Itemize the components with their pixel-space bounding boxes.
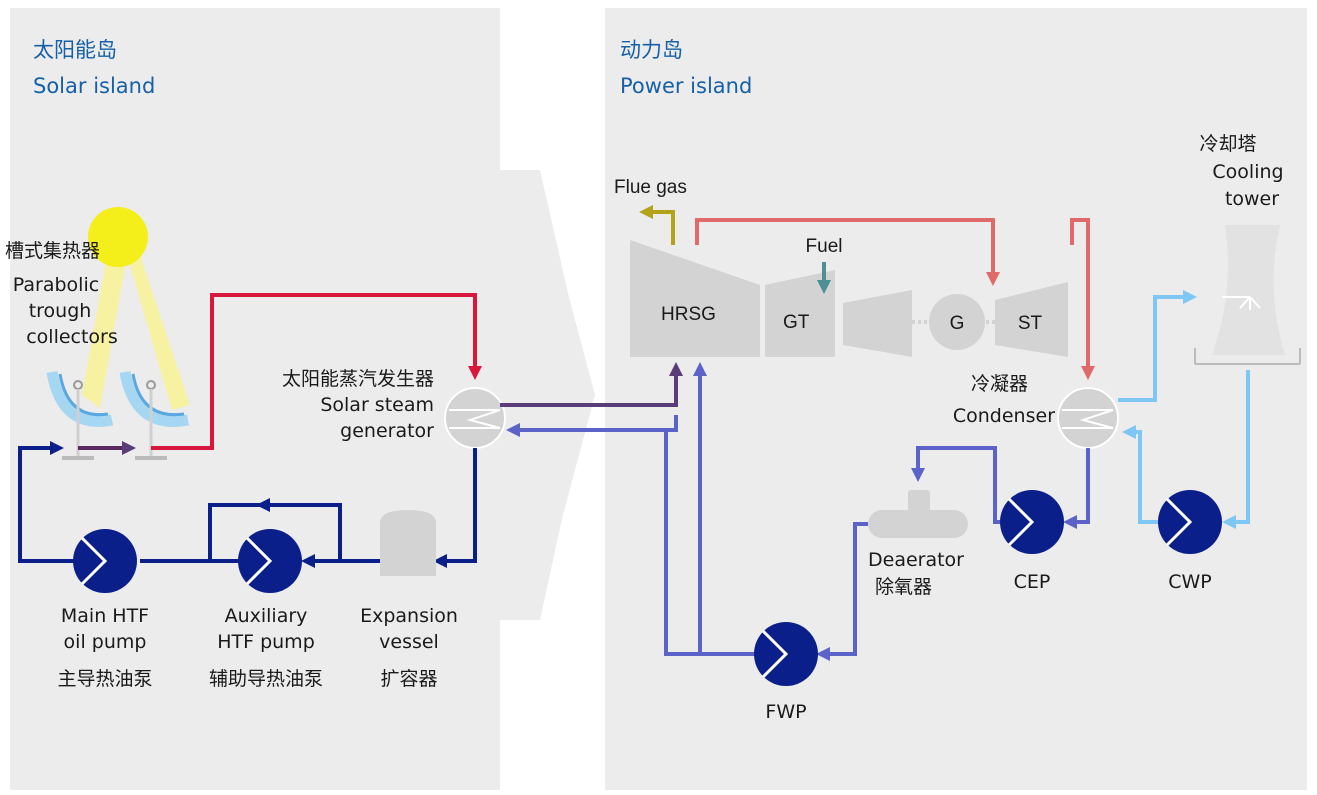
cooling-tower-label-en-1: Cooling: [1212, 161, 1283, 183]
deaerator-tank: [868, 510, 968, 538]
htf-aux-bypass-return: [208, 503, 270, 561]
flue-gas-label: Flue gas: [614, 177, 687, 198]
generator-icon: [929, 294, 985, 350]
main-pump-label-en-2: oil pump: [64, 631, 147, 653]
vessel-label-en-1: Expansion: [360, 605, 458, 627]
htf-aux-bypass-line: [256, 498, 342, 561]
cwp-label: CWP: [1168, 571, 1212, 593]
hrsg-label: HRSG: [661, 304, 716, 325]
solar-island-title-cn: 太阳能岛: [33, 38, 117, 62]
aux-htf-pump-icon: [238, 529, 302, 593]
fwp-label: FWP: [765, 701, 806, 723]
cep-to-deaerator-line: [911, 446, 1000, 524]
sun-ray-left: [82, 250, 128, 408]
fuel-label: Fuel: [806, 236, 843, 257]
cooling-water-cwp-to-condenser: [1122, 425, 1160, 524]
ssg-label-en-2: generator: [340, 420, 434, 442]
condenser-label-cn: 冷凝器: [971, 373, 1028, 395]
solar-island-title-en: Solar island: [33, 74, 155, 98]
htf-to-vessel-line: [433, 448, 477, 568]
aux-pump-label-en-2: HTF pump: [217, 631, 315, 653]
steam-turbine: [995, 282, 1068, 357]
ssg-label-cn: 太阳能蒸汽发生器: [282, 368, 434, 390]
condenser-coil-icon: [1062, 409, 1114, 429]
deaerator-dome: [908, 490, 930, 512]
main-htf-pump-icon: [73, 529, 137, 593]
collector-label-cn: 槽式集热器: [5, 240, 100, 262]
cooling-tower: [1212, 225, 1285, 355]
deaerator-to-fwp-line: [816, 522, 868, 661]
cooling-tower-label-cn: 冷却塔: [1199, 133, 1256, 155]
st-exhaust-line: [1070, 218, 1095, 380]
trough-collector-2: [119, 370, 190, 460]
htf-return-line: [18, 441, 80, 563]
generator-label: G: [950, 313, 965, 334]
power-island-title-en: Power island: [620, 74, 752, 98]
vessel-label-en-2: vessel: [379, 631, 439, 653]
fwp-to-ssg-branch: [664, 430, 700, 656]
heat-exchanger-coil-icon: [449, 409, 501, 429]
aux-pump-label-en-1: Auxiliary: [225, 605, 308, 627]
htf-hot-line: [151, 293, 482, 450]
gt-label: GT: [783, 312, 810, 333]
power-island-title-cn: 动力岛: [620, 38, 683, 62]
hrsg-steam-to-st-line: [695, 218, 1000, 286]
power-island-panel: [605, 8, 1307, 790]
main-pump-label-en-1: Main HTF: [61, 605, 149, 627]
spray-nozzle-icon: [1222, 296, 1261, 310]
collector-label-en-2: trough: [29, 300, 92, 322]
vessel-label-cn: 扩容器: [380, 668, 437, 690]
steam-to-hrsg-line: [500, 362, 683, 407]
feedwater-to-ssg-line: [506, 415, 678, 437]
main-pump-label-cn: 主导热油泵: [57, 668, 152, 690]
flow-direction-chevron-tip: [535, 170, 595, 620]
condenser-label-en: Condenser: [953, 405, 1055, 427]
cooling-water-to-tower: [1118, 290, 1197, 402]
cooling-water-basin-to-cwp: [1222, 370, 1250, 529]
cep-label: CEP: [1014, 571, 1051, 593]
collector-label-en-3: collectors: [26, 326, 118, 348]
aux-pump-label-cn: 辅助导热油泵: [209, 668, 323, 690]
gas-turbine-expander: [843, 290, 912, 357]
st-label: ST: [1018, 313, 1043, 334]
condensate-to-cep-line: [1063, 448, 1090, 529]
sun-icon: [88, 207, 148, 267]
sun-ray-right: [124, 245, 190, 410]
flue-gas-arrow: [639, 205, 675, 245]
ssg-label-en-1: Solar steam: [320, 394, 434, 416]
cep-pump-icon: [1000, 490, 1064, 554]
hrsg-unit: [630, 240, 760, 357]
fwp-pump-icon: [754, 622, 818, 686]
expansion-vessel: [380, 510, 436, 576]
deaerator-label-en: Deaerator: [868, 549, 964, 571]
cwp-pump-icon: [1158, 490, 1222, 554]
cooling-tower-label-en-2: tower: [1225, 188, 1279, 210]
deaerator-label-cn: 除氧器: [875, 576, 932, 598]
collector-label-en-1: Parabolic: [13, 274, 99, 296]
